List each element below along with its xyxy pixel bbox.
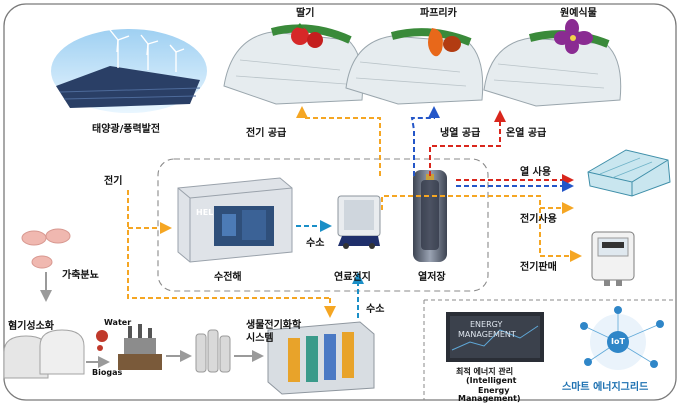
label-paprika: 파프리카	[420, 8, 457, 19]
flow-heat-supply	[429, 110, 506, 176]
biogas-plant-image	[96, 324, 162, 370]
process-columns-image	[195, 329, 231, 373]
flow-power-supply	[296, 106, 381, 176]
label-biogas: Biogas	[92, 368, 123, 377]
label-iot: IoT	[611, 337, 625, 346]
greenhouse-paprika	[345, 28, 484, 105]
label-hel: HEL	[196, 208, 214, 217]
label-power-use: 전기사용	[520, 214, 557, 225]
label-hydrogen-1: 수소	[306, 238, 325, 249]
flow-power-use	[381, 195, 574, 214]
electricity-meter	[591, 231, 635, 286]
label-em-panel-1: ENERGY	[470, 320, 503, 329]
greenhouse-strawberry	[223, 23, 364, 105]
label-heat-supply: 온열 공급	[506, 128, 547, 139]
label-iems-line1: 최적 에너지 관리	[456, 367, 514, 376]
label-bes-line1: 생물전기화학	[246, 320, 302, 331]
label-bes-line2: 시스템	[246, 333, 274, 344]
core-system-box	[157, 158, 489, 292]
energy-management-panel	[446, 312, 544, 362]
label-iems-line3: Energy	[478, 386, 510, 395]
flow-cold-supply	[410, 106, 440, 176]
label-heat-use: 열 사용	[520, 167, 552, 178]
label-iems-line2: (Intelligent	[466, 376, 517, 385]
label-hydrogen-2: 수소	[366, 304, 385, 315]
greenhouse-small	[587, 149, 671, 197]
management-box	[423, 299, 676, 400]
electrolyzer-container	[177, 177, 293, 263]
label-power-sale: 전기판매	[520, 262, 557, 273]
label-cold-supply: 냉열 공급	[440, 128, 481, 139]
label-water: Water	[104, 318, 132, 327]
fuel-cell-image	[337, 195, 381, 249]
flow-power-sale	[539, 208, 582, 262]
label-em-panel-2: MANAGEMENT	[458, 330, 516, 339]
outer-frame	[3, 3, 677, 401]
label-strawberry: 딸기	[296, 8, 315, 19]
flow-renewable-power	[127, 190, 330, 299]
label-anaerobic: 혐기성소화	[8, 321, 54, 332]
label-power-supply: 전기 공급	[246, 128, 287, 139]
solar-wind-image	[51, 29, 207, 113]
label-electrolyzer: 수전해	[214, 272, 242, 283]
label-heat-storage: 열저장	[418, 272, 446, 283]
label-fuel-cell: 연료전지	[334, 272, 371, 283]
label-manure: 가축분뇨	[62, 270, 99, 281]
heat-storage-tank	[413, 170, 447, 262]
label-electricity: 전기	[104, 176, 123, 187]
greenhouse-orchid	[483, 19, 622, 107]
bes-reactor-image	[267, 321, 375, 395]
iot-network-image	[580, 306, 664, 370]
livestock-image	[21, 228, 71, 269]
label-solar-wind: 태양광/풍력발전	[92, 124, 161, 135]
anaerobic-digester-image	[3, 329, 85, 379]
label-iems-line4: Management)	[458, 394, 521, 403]
label-smart-grid: 스마트 에너지그리드	[562, 382, 649, 393]
label-orchid: 원예식물	[560, 8, 597, 19]
